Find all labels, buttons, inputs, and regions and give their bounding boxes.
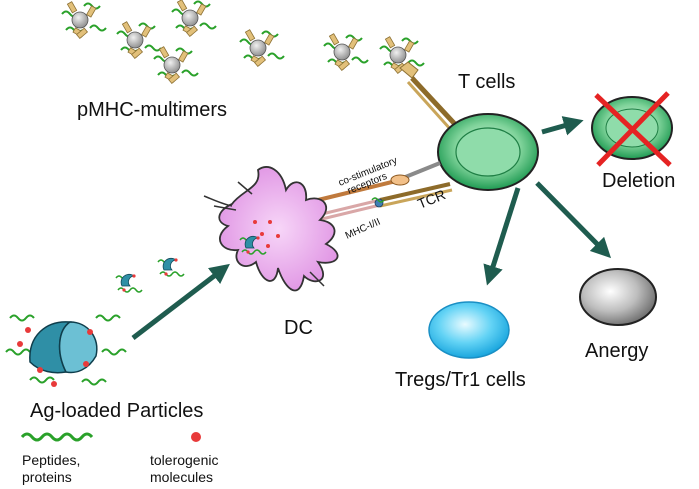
- t-cells-label: T cells: [458, 71, 515, 93]
- ag-loaded-particle-icon: [5, 314, 127, 387]
- tregs-label: Tregs/Tr1 cells: [395, 369, 526, 391]
- ag-particles-label: Ag-loaded Particles: [30, 400, 203, 422]
- anergy-cell-icon: [579, 268, 657, 326]
- anergy-label: Anergy: [585, 340, 648, 362]
- cross-icon: [594, 91, 672, 167]
- t-cell-icon: [437, 113, 539, 191]
- arrow-to-anergy: [535, 181, 612, 259]
- deletion-label: Deletion: [602, 170, 675, 192]
- mhc-label: MHC-I/II: [344, 217, 382, 242]
- legend: [20, 432, 201, 442]
- dendritic-cell-icon: [203, 166, 339, 292]
- arrow-to-dc: [131, 263, 230, 340]
- pmhc-multimers-label: pMHC-multimers: [77, 99, 227, 121]
- legend-peptides-line2: proteins: [22, 469, 72, 485]
- legend-tolerogenic-line1: tolerogenic: [150, 452, 219, 468]
- peptide-legend-icon: [20, 432, 94, 442]
- legend-peptides-line1: Peptides,: [22, 452, 80, 468]
- particle-icon: [115, 257, 185, 293]
- arrow-to-tregs: [483, 187, 521, 286]
- arrows: [131, 116, 612, 340]
- arrow-to-deletion: [541, 116, 584, 136]
- legend-tolerogenic-line2: molecules: [150, 469, 213, 485]
- dc-label: DC: [284, 317, 313, 339]
- receptor-links: [317, 161, 453, 221]
- tolerogenic-legend-icon: [191, 432, 201, 442]
- treg-cell-icon: [428, 301, 510, 359]
- pmhc-multimer-icon: [61, 0, 425, 85]
